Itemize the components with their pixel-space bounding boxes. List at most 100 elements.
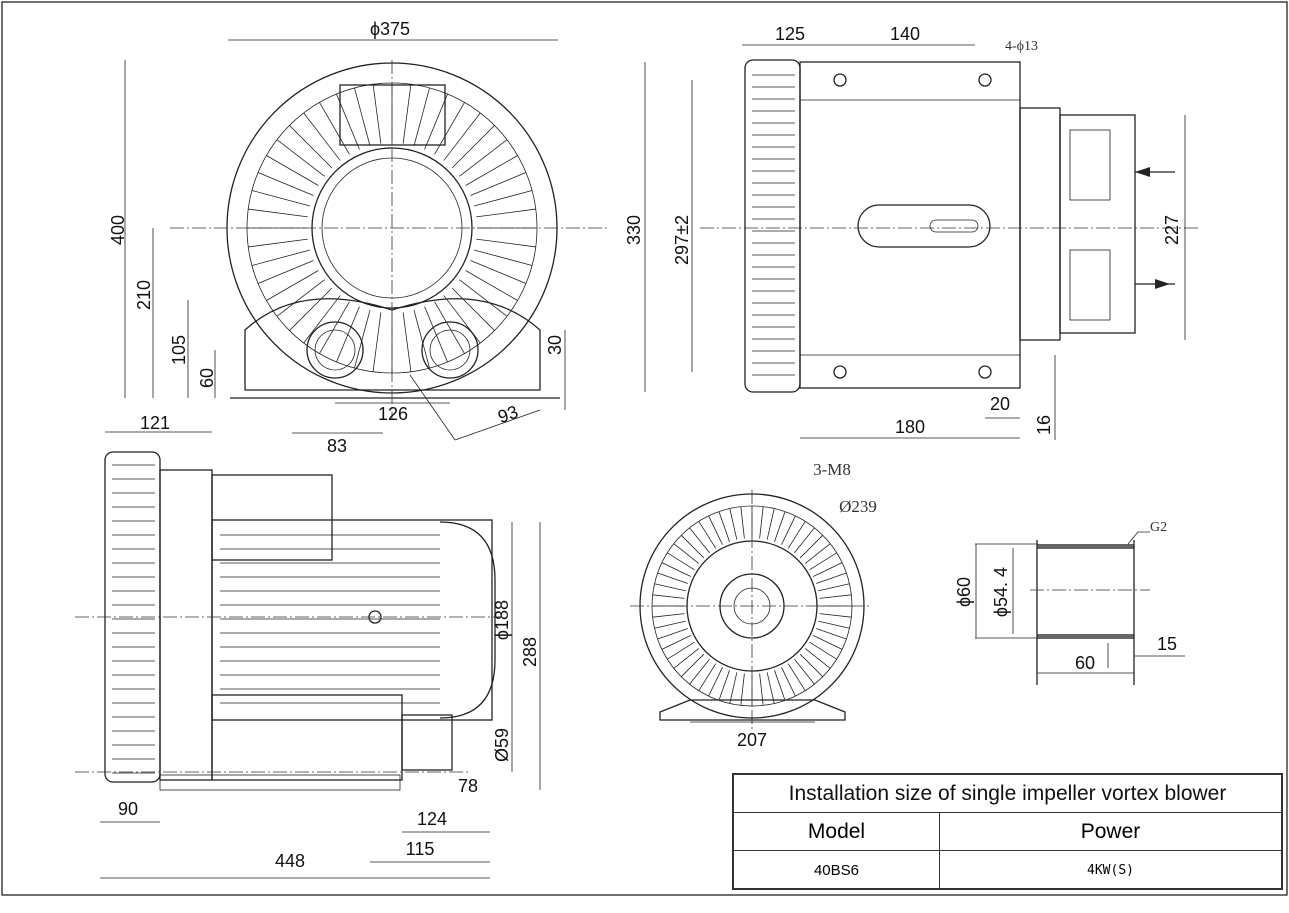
fin-line (372, 312, 382, 372)
fin-line (336, 306, 360, 363)
dim-diameter-54-4: ϕ54. 4 (991, 567, 1011, 617)
cell-power: 4KW(S) (1087, 862, 1134, 878)
dim-height-288: 288 (520, 637, 540, 667)
fin-line (465, 155, 518, 186)
fin-line (667, 641, 695, 660)
fin-line (766, 672, 775, 704)
fin-line (303, 112, 341, 161)
fin-line (474, 190, 533, 207)
dim-diameter-59: Ø59 (492, 728, 512, 762)
dim-holes-4-13: 4-ϕ13 (1005, 39, 1038, 54)
header-power: Power (1080, 819, 1141, 843)
fin-line (654, 583, 686, 592)
fin-line (474, 249, 533, 266)
dim-bolts-3-m8: 3-M8 (813, 460, 851, 479)
fin-line (248, 238, 308, 248)
fin-line (689, 658, 710, 685)
dim-width-83: 83 (327, 436, 347, 456)
fin-line (354, 87, 371, 146)
fin-line (681, 535, 705, 559)
fin-line (818, 620, 850, 629)
fin-line (402, 84, 412, 144)
fin-line (319, 301, 350, 354)
dim-height-210: 210 (134, 280, 154, 310)
fin-line (652, 613, 685, 618)
fin-line (774, 670, 786, 701)
fin-line (465, 270, 518, 301)
dim-diameter-239: Ø239 (839, 497, 877, 516)
dim-diameter-60: ϕ60 (954, 577, 974, 607)
dim-width-180: 180 (895, 417, 925, 437)
fin-line (657, 628, 688, 640)
dim-height-60: 60 (197, 368, 217, 388)
fin-line (257, 260, 314, 284)
header-model: Model (734, 813, 940, 850)
fin-line (818, 583, 850, 592)
fin-line (248, 208, 308, 218)
fin-line (781, 515, 796, 545)
fin-line (459, 279, 508, 317)
dim-width-448: 448 (275, 851, 305, 871)
dim-height-297: 297±2 (672, 215, 692, 265)
fin-line (804, 543, 831, 564)
dim-length-15: 15 (1157, 634, 1177, 654)
dim-width-78: 78 (458, 776, 478, 796)
dim-height-400: 400 (108, 215, 128, 245)
side-view (644, 44, 1200, 440)
fin-line (470, 260, 527, 284)
fin-line (451, 125, 495, 169)
fin-line (698, 521, 717, 549)
fin-line (434, 102, 465, 155)
drawing-border (1, 1, 1288, 896)
fin-line (819, 613, 852, 618)
rear-view (630, 490, 870, 730)
fin-line (424, 93, 448, 150)
fin-line (787, 521, 806, 549)
table-row: 40BS6 4KW(S) (734, 851, 1281, 889)
fin-line (766, 508, 775, 540)
fin-line (729, 508, 738, 540)
table-title: Installation size of single impeller vor… (788, 781, 1227, 805)
dim-height-16: 16 (1034, 415, 1054, 435)
dim-radius-93: 93 (495, 402, 521, 428)
dim-width-207: 207 (737, 730, 767, 750)
fin-line (804, 648, 831, 669)
fin-line (251, 190, 310, 207)
fin-line (673, 648, 700, 669)
fin-line (799, 653, 823, 677)
dim-height-227: 227 (1162, 215, 1182, 245)
fin-line (794, 527, 815, 554)
fin-line (413, 310, 430, 369)
fin-line (354, 310, 371, 369)
fin-line (698, 663, 717, 691)
fin-line (819, 594, 852, 599)
fin-line (289, 287, 333, 331)
fin-line (718, 511, 730, 542)
fin-line (470, 172, 527, 196)
fin-line (718, 670, 730, 701)
fin-line (813, 562, 843, 577)
dim-height-30: 30 (545, 335, 565, 355)
cell-model: 40BS6 (734, 851, 940, 889)
dim-height-330: 330 (624, 215, 644, 245)
fin-line (413, 87, 430, 146)
fin-line (476, 238, 536, 248)
fin-line (794, 658, 815, 685)
dim-width-124: 124 (417, 809, 447, 829)
fin-line (667, 552, 695, 571)
fin-line (681, 653, 705, 677)
fin-line (372, 84, 382, 144)
front-view (124, 39, 610, 441)
top-view (75, 431, 541, 879)
fin-line (266, 155, 319, 186)
fin-line (434, 301, 465, 354)
fin-line (443, 112, 481, 161)
fin-line (657, 572, 688, 584)
table-header-row: Model Power (734, 813, 1281, 851)
fin-line (661, 635, 691, 650)
fin-line (476, 208, 536, 218)
dim-width-121: 121 (140, 413, 170, 433)
fin-line (673, 543, 700, 564)
fin-line (652, 594, 685, 599)
fin-line (289, 125, 333, 169)
